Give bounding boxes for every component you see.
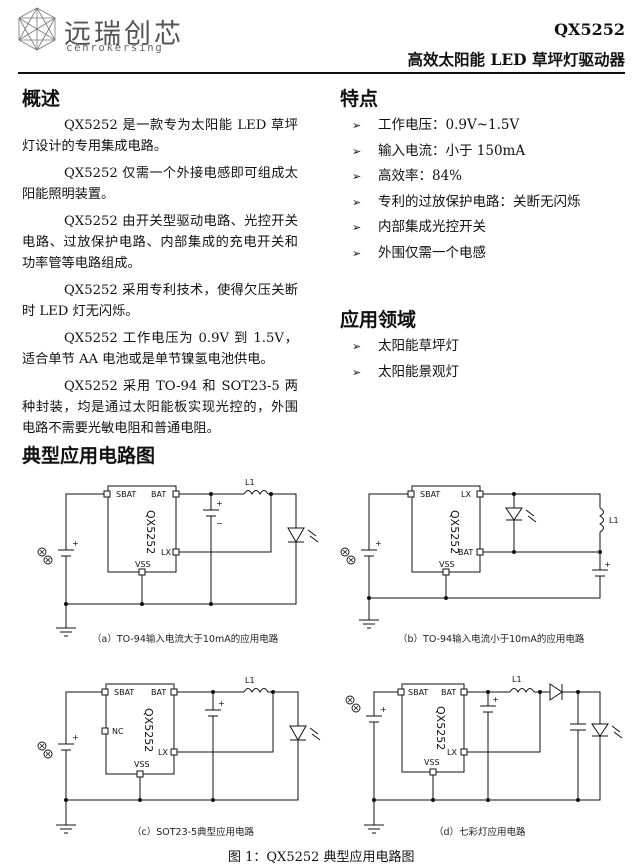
plus-sign: +: [218, 699, 225, 708]
part-number: QX5252: [554, 20, 625, 39]
plus-sign: +: [380, 705, 387, 714]
circuit-a: [58, 485, 319, 628]
circuits-heading: 典型应用电路图: [22, 445, 156, 467]
pin-label-nc: NC: [112, 727, 124, 736]
chip-label: QX5252: [448, 510, 461, 554]
pin-label-sbat: SBAT: [116, 490, 136, 499]
feature-item: ➢高效率：84%: [352, 166, 581, 192]
feature-item: ➢外围仅需一个电感: [352, 243, 581, 269]
inductor-label: L1: [512, 675, 522, 684]
circuit-caption-a: （a）TO-94输入电流大于10mA的应用电路: [92, 634, 279, 645]
circuit-caption-b: （b）TO-94输入电流小于10mA的应用电路: [398, 634, 585, 645]
arrow-bullet-icon: ➢: [352, 119, 362, 132]
arrow-bullet-icon: ➢: [352, 246, 362, 260]
chip-label: QX5252: [142, 708, 155, 752]
features-list: ➢工作电压：0.9V~1.5V ➢输入电流：小于 150mA ➢高效率：84% …: [352, 115, 581, 268]
arrow-bullet-icon: ➢: [352, 221, 362, 234]
inductor-label: L1: [609, 516, 619, 525]
feature-item: ➢专利的过放保护电路：关断无闪烁: [352, 192, 581, 218]
pin-label-lx: LX: [158, 748, 168, 757]
pin-label-vss: VSS: [134, 760, 150, 769]
overview-body: QX5252 是一款专为太阳能 LED 草坪灯设计的专用集成电路。 QX5252…: [22, 115, 298, 439]
plus-sign: +: [216, 499, 223, 508]
pin-label-lx: LX: [161, 548, 171, 557]
inductor-label: L1: [245, 478, 255, 487]
header-rule: [18, 72, 625, 74]
application-item: ➢太阳能草坪灯: [352, 336, 459, 362]
pin-label-bat: BAT: [151, 490, 166, 499]
pin-label-bat: BAT: [151, 688, 166, 697]
inductor-label: L1: [245, 676, 255, 685]
overview-paragraph: QX5252 工作电压为 0.9V 到 1.5V，适合单节 AA 电池或是单节镍…: [22, 331, 298, 367]
pin-label-vss: VSS: [424, 758, 440, 767]
overview-paragraph: QX5252 是一款专为太阳能 LED 草坪灯设计的专用集成电路。: [22, 118, 298, 154]
overview-heading: 概述: [22, 88, 61, 110]
plus-sign: +: [375, 539, 382, 548]
logo-text: 远瑞创芯: [64, 19, 184, 50]
overview-paragraph: QX5252 采用 TO-94 和 SOT23-5 两种封装，均是通过太阳能板实…: [22, 379, 298, 436]
circuit-caption-c: （c）SOT23-5典型应用电路: [132, 827, 255, 838]
minus-sign: −: [216, 519, 223, 528]
arrow-bullet-icon: ➢: [352, 195, 362, 209]
logo-subtext: cenrokersing: [66, 42, 164, 54]
arrow-bullet-icon: ➢: [352, 340, 362, 353]
overview-paragraph: QX5252 采用专利技术，使得欠压关断时 LED 灯无闪烁。: [22, 283, 298, 319]
features-heading: 特点: [340, 88, 379, 110]
pin-label-sbat: SBAT: [114, 688, 134, 697]
applications-list: ➢太阳能草坪灯 ➢太阳能景观灯: [352, 336, 459, 387]
feature-item: ➢工作电压：0.9V~1.5V: [352, 115, 581, 141]
chip-label: QX5252: [434, 706, 447, 750]
pin-label-sbat: SBAT: [408, 688, 428, 697]
feature-item: ➢内部集成光控开关: [352, 217, 581, 243]
circuit-b: [361, 485, 608, 620]
circuit-caption-d: （d）七彩灯应用电路: [434, 827, 526, 838]
plus-sign: +: [604, 560, 611, 569]
application-item: ➢太阳能景观灯: [352, 362, 459, 388]
applications-heading: 应用领域: [340, 309, 417, 331]
plus-sign: +: [72, 539, 79, 548]
pin-label-vss: VSS: [135, 560, 151, 569]
plus-sign: +: [492, 695, 499, 704]
feature-item: ➢输入电流：小于 150mA: [352, 141, 581, 167]
pin-label-bat: LX: [461, 490, 471, 499]
circuit-d: [366, 683, 623, 825]
logo-icon: [18, 7, 56, 51]
arrow-bullet-icon: ➢: [352, 365, 362, 379]
chip-label: QX5252: [144, 510, 157, 554]
pin-label-vss: VSS: [439, 560, 455, 569]
overview-paragraph: QX5252 仅需一个外接电感即可组成太阳能照明装置。: [22, 166, 298, 202]
overview-paragraph: QX5252 由开关型驱动电路、光控开关电路、过放保护电路、内部集成的充电开关和…: [22, 214, 298, 271]
arrow-bullet-icon: ➢: [352, 144, 362, 158]
pin-label-bat: BAT: [458, 548, 473, 557]
circuit-c: [58, 683, 321, 825]
arrow-bullet-icon: ➢: [352, 170, 362, 183]
pin-label-lx: LX: [447, 748, 457, 757]
figure-caption: 图 1：QX5252 典型应用电路图: [228, 850, 415, 865]
document-subtitle: 高效太阳能 LED 草坪灯驱动器: [407, 50, 625, 69]
circuit-diagrams: SBAT BAT LX VSS L1 + + − SBAT LX BAT VSS…: [37, 478, 623, 834]
pin-label-sbat: SBAT: [420, 490, 440, 499]
plus-sign: +: [72, 733, 79, 742]
pin-label-bat: BAT: [441, 688, 456, 697]
